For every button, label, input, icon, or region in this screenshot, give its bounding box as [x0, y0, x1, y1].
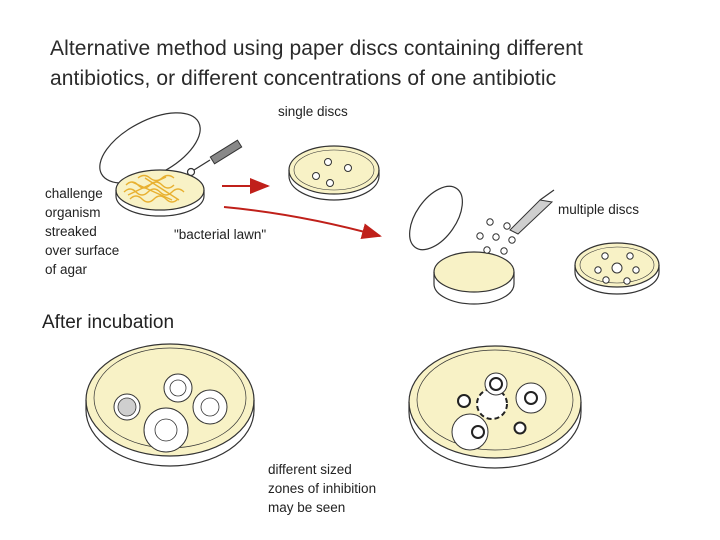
plate-lid: [409, 185, 463, 251]
streaked-plate: [99, 112, 243, 217]
multiple-discs-plate: [574, 242, 660, 295]
arrow-to-multiple-discs: [223, 206, 382, 239]
inhibition-zone: [457, 394, 471, 408]
paper-disc: [326, 179, 334, 187]
paper-disc: [324, 158, 332, 166]
diagram-title: Alternative method using paper discs con…: [50, 34, 583, 94]
single-discs-label: single discs: [278, 104, 348, 119]
zones-line-1: different sized: [268, 462, 352, 477]
inoculating-loop: [186, 139, 243, 177]
challenge-line-5: of agar: [45, 262, 88, 277]
inhibition-zone: [451, 413, 489, 451]
incubated-plate-single: [85, 343, 255, 467]
multiple-discs-setup: [409, 185, 555, 305]
after-incubation-heading: After incubation: [42, 312, 175, 333]
multiple-discs-label: multiple discs: [558, 202, 640, 217]
inhibition-zone: [513, 421, 527, 435]
bacterial-lawn-label: "bacterial lawn": [174, 227, 267, 242]
incubated-plate-multiple: [408, 345, 582, 469]
single-discs-plate: [288, 145, 380, 201]
zones-line-3: may be seen: [268, 500, 346, 515]
paper-disc: [312, 172, 320, 180]
forceps-icon: [509, 199, 554, 235]
zones-line-2: zones of inhibition: [268, 481, 377, 496]
plate-agar: [433, 251, 515, 293]
inhibition-zone: [192, 389, 228, 425]
challenge-line-4: over surface: [45, 243, 120, 258]
bacterial-streaks: [123, 174, 185, 203]
plate-agar: [288, 145, 380, 195]
zones-of-inhibition-label: different sized zones of inhibition may …: [268, 460, 376, 517]
inhibition-zone: [113, 393, 141, 421]
central-disc-ring: [476, 388, 508, 420]
inhibition-zone: [143, 407, 189, 453]
challenge-organism-label: challenge organism streaked over surface…: [45, 184, 119, 279]
inhibition-zone: [515, 382, 547, 414]
inhibition-zone: [484, 372, 508, 396]
challenge-line-1: challenge: [45, 186, 103, 201]
title-line-1: Alternative method using paper discs con…: [50, 37, 583, 60]
title-line-2: antibiotics, or different concentrations…: [50, 67, 557, 90]
disc-ring: [476, 218, 516, 255]
challenge-line-2: organism: [45, 205, 101, 220]
paper-disc: [344, 164, 352, 172]
inhibition-zone: [163, 373, 193, 403]
challenge-line-3: streaked: [45, 224, 97, 239]
